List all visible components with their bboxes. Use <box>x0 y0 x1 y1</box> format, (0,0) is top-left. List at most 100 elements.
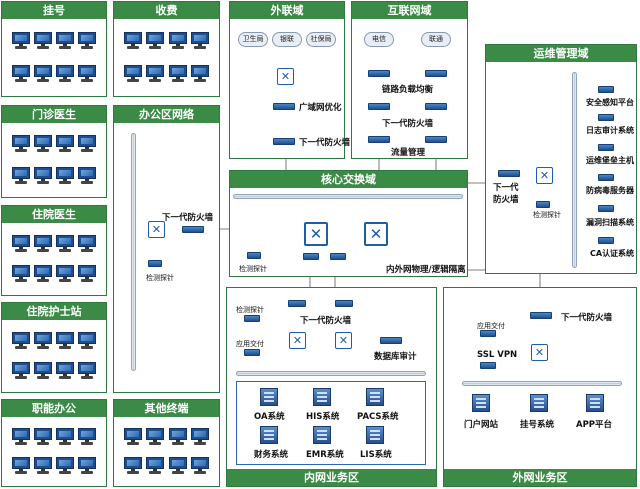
computer-icon <box>124 457 143 474</box>
office-firewall-label: 下一代防火墙 <box>162 213 214 223</box>
lb-icon-right <box>425 70 447 77</box>
office-probe-icon <box>148 260 162 267</box>
computer-icon <box>56 166 74 184</box>
panel-registration: 挂号 <box>1 1 107 97</box>
wan-opt-icon <box>273 103 295 110</box>
wan-opt-label: 广域网优化 <box>299 103 342 113</box>
panel-title: 运维管理域 <box>486 45 636 62</box>
computer-icon <box>56 135 74 153</box>
cloud-unionpay: 银联 <box>272 32 302 47</box>
ops-item-icon <box>598 174 614 181</box>
server-icon <box>472 394 490 412</box>
system-app: APP平台 <box>576 420 613 430</box>
core-bottom-right-icon <box>330 253 346 260</box>
computer-icon <box>168 428 187 445</box>
cloud-social-security: 社保局 <box>306 32 336 47</box>
computer-icon <box>146 457 165 474</box>
panel-administration: 职能办公 <box>1 399 107 487</box>
computer-icon <box>78 135 96 153</box>
ops-item-icon <box>598 86 614 93</box>
intranet-delivery-label: 应用交付 <box>236 340 264 348</box>
computer-icon <box>78 457 96 474</box>
computer-icon <box>190 457 209 474</box>
computer-icon <box>56 428 74 445</box>
panel-ops-domain: 运维管理域 <box>485 44 637 274</box>
flow-label: 流量管理 <box>391 148 426 158</box>
db-audit-label: 数据库审计 <box>374 352 417 362</box>
computer-icon <box>12 65 30 82</box>
panel-title: 住院医生 <box>2 206 106 223</box>
ops-item-icon <box>598 114 614 121</box>
computer-icon <box>56 265 74 283</box>
computer-icon <box>56 65 74 82</box>
computer-icon <box>78 65 96 82</box>
panel-title: 收费 <box>114 2 219 19</box>
core-switch-left-icon: ✕ <box>304 222 328 246</box>
computer-icon <box>12 428 30 445</box>
computer-icon <box>34 428 52 445</box>
computer-icon <box>34 331 52 349</box>
cloud-health-bureau: 卫生局 <box>238 32 268 47</box>
panel-internet-domain: 互联网域 <box>351 1 468 159</box>
computer-icon <box>12 457 30 474</box>
system-emr: EMR系统 <box>306 450 344 460</box>
extranet-bus <box>462 381 622 386</box>
panel-title: 互联网域 <box>352 2 467 19</box>
ssl-vpn-label: SSL VPN <box>477 350 518 360</box>
ops-item-icon <box>598 237 614 244</box>
panel-title: 内网业务区 <box>227 469 436 486</box>
panel-outpatient-doctor: 门诊医生 <box>1 105 107 198</box>
computer-icon <box>12 135 30 153</box>
panel-other-terminals: 其他终端 <box>113 399 220 487</box>
server-icon <box>530 394 548 412</box>
computer-icon <box>12 32 30 49</box>
office-switch-icon: ✕ <box>148 221 165 238</box>
computer-icon <box>78 265 96 283</box>
extranet-delivery-label: 应用交付 <box>477 322 505 330</box>
server-icon <box>260 426 278 444</box>
ops-bus <box>572 72 577 268</box>
ops-item-bastion: 运维堡垒主机 <box>586 156 634 165</box>
ops-probe-label: 检测探针 <box>533 211 561 219</box>
ops-item-icon <box>598 144 614 151</box>
intranet-switch-right-icon: ✕ <box>335 332 352 349</box>
computer-icon <box>190 32 209 49</box>
ops-item-icon <box>598 205 614 212</box>
computer-icon <box>190 428 209 445</box>
computer-icon <box>34 265 52 283</box>
ops-switch-icon: ✕ <box>536 167 553 184</box>
server-icon <box>366 388 384 406</box>
ops-item-log-audit: 日志审计系统 <box>586 126 634 135</box>
computer-icon <box>34 166 52 184</box>
system-pacs: PACS系统 <box>357 412 399 422</box>
core-probe-icon <box>247 252 261 259</box>
panel-core-switching: 核心交换域 <box>229 170 468 277</box>
computer-icon <box>34 135 52 153</box>
extranet-firewall-icon <box>530 312 552 319</box>
computer-icon <box>78 166 96 184</box>
system-his: HIS系统 <box>306 412 340 422</box>
computer-icon <box>12 234 30 252</box>
isolation-label: 内外网物理/逻辑隔离 <box>386 265 466 275</box>
system-lis: LIS系统 <box>360 450 392 460</box>
computer-icon <box>78 331 96 349</box>
computer-icon <box>34 457 52 474</box>
panel-title: 外联域 <box>230 2 344 19</box>
computer-icon <box>56 234 74 252</box>
office-probe-label: 检测探针 <box>146 274 174 282</box>
panel-title: 挂号 <box>2 2 106 19</box>
server-icon <box>313 388 331 406</box>
panel-title: 核心交换域 <box>230 171 467 188</box>
extranet-delivery-icon <box>480 330 496 337</box>
computer-icon <box>168 457 187 474</box>
computer-icon <box>168 32 187 49</box>
computer-icon <box>78 362 96 380</box>
computer-icon <box>124 32 143 49</box>
computer-icon <box>56 331 74 349</box>
external-router-icon: ✕ <box>277 68 294 85</box>
panel-title: 外网业务区 <box>444 469 636 486</box>
internet-firewall-label: 下一代防火墙 <box>382 119 434 129</box>
system-registration: 挂号系统 <box>520 420 555 430</box>
panel-inpatient-doctor: 住院医生 <box>1 205 107 296</box>
flow-icon-right <box>425 136 447 143</box>
